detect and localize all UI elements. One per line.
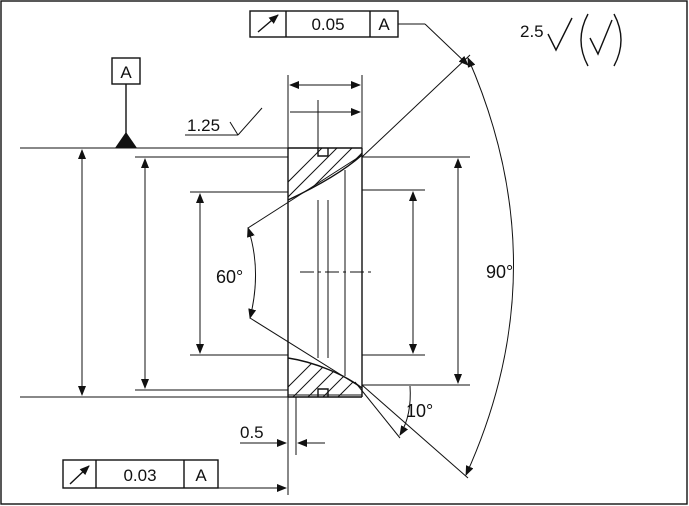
- top-runout-datum: A: [378, 15, 390, 34]
- tilt-angle-label: 10°: [406, 401, 433, 421]
- runout-icon-bottom: [69, 465, 90, 485]
- surface-finish-callout: 2.5: [520, 13, 622, 67]
- construction-lines: [247, 54, 471, 479]
- bottom-runout-value: 0.03: [123, 466, 156, 485]
- datum-label: A: [120, 63, 132, 82]
- runout-icon: [257, 14, 279, 33]
- top-runout-frame: 0.05 A: [249, 10, 469, 66]
- datum-triangle-icon: [115, 132, 137, 148]
- offset-small-label: 0.5: [240, 423, 264, 442]
- surface-finish-icon: [589, 19, 613, 56]
- outer-angle-label: 90°: [486, 262, 513, 282]
- chamfer-small-label: 1.25: [187, 116, 220, 135]
- dimension-lines: [78, 57, 514, 476]
- bottom-runout-datum: A: [195, 466, 207, 485]
- extension-lines: [20, 75, 470, 495]
- chamfer-callout: 1.25: [185, 107, 263, 136]
- cone-angle-label: 60°: [216, 267, 243, 287]
- roughness-value: 2.5: [520, 22, 544, 41]
- top-runout-value: 0.05: [311, 15, 344, 34]
- datum-a-marker: A: [111, 57, 141, 148]
- bottom-runout-frame: 0.03 A: [62, 459, 287, 492]
- part-section: [287, 147, 375, 398]
- hatch-top: [288, 148, 362, 200]
